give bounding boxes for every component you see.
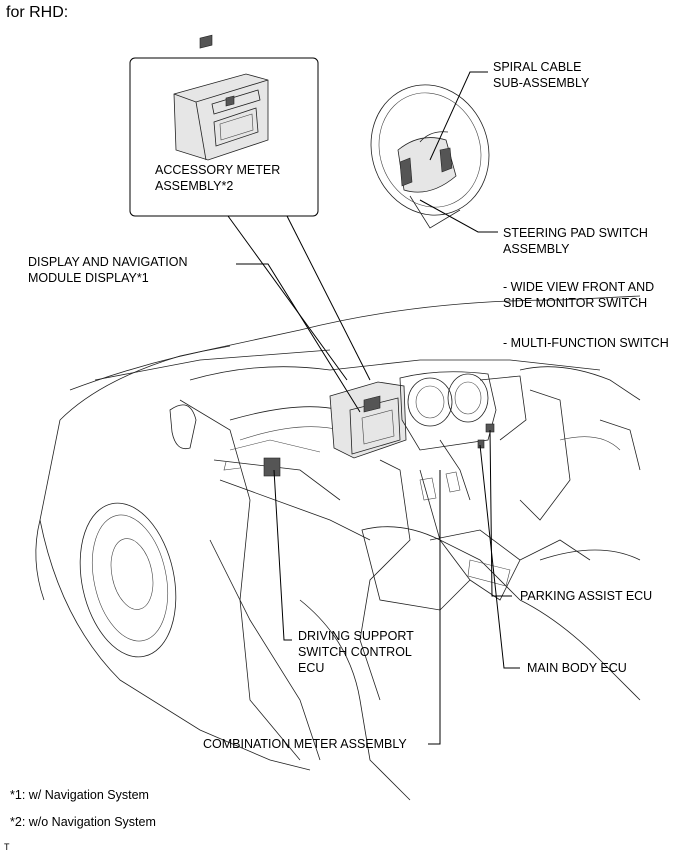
vehicle-interior-drawing [35,295,641,801]
label-accessory-meter-line2: ASSEMBLY*2 [155,179,234,193]
label-multi-function-switch: - MULTI-FUNCTION SWITCH [503,336,669,350]
label-driving-support-line3: ECU [298,661,325,675]
inset-connector-right [286,215,371,381]
page-header: for RHD: [6,4,69,21]
leader-steering-pad [419,199,498,233]
label-spiral-cable: SPIRAL CABLE SUB-ASSEMBLY [493,59,589,91]
leader-driving-support [273,469,292,641]
accessory-meter-inset-box [129,57,319,217]
label-driving-support-line2: SWITCH CONTROL [298,645,412,659]
label-steering-pad-line1: STEERING PAD SWITCH [503,226,648,240]
label-steering-pad-switch: STEERING PAD SWITCH ASSEMBLY [503,225,648,257]
label-combination-meter: COMBINATION METER ASSEMBLY [203,737,407,751]
label-steering-pad-line2: ASSEMBLY [503,242,570,256]
label-display-nav-line1: DISPLAY AND NAVIGATION [28,255,188,269]
corner-tag: T [4,842,10,852]
footnote-2: *2: w/o Navigation System [10,815,156,829]
leader-display-nav [236,263,361,413]
leader-spiral-cable [429,71,488,161]
leader-main-body [479,444,520,669]
label-main-body-ecu: MAIN BODY ECU [527,661,627,675]
label-accessory-meter: ACCESSORY METER ASSEMBLY*2 [155,162,280,194]
label-display-nav-line2: MODULE DISPLAY*1 [28,271,149,285]
steering-wheel-drawing [370,84,490,229]
label-spiral-cable-line2: SUB-ASSEMBLY [493,76,590,90]
label-parking-assist-ecu: PARKING ASSIST ECU [520,589,653,603]
leader-combination-meter [428,470,441,745]
leader-parking-assist [489,429,512,597]
label-driving-support-ecu: DRIVING SUPPORT SWITCH CONTROL ECU [298,628,414,676]
leader-lines [236,71,520,745]
label-wide-view-line1: - WIDE VIEW FRONT AND [503,280,655,294]
label-display-nav: DISPLAY AND NAVIGATION MODULE DISPLAY*1 [28,254,188,286]
label-wide-view-line2: SIDE MONITOR SWITCH [503,296,648,310]
label-wide-view-switch: - WIDE VIEW FRONT AND SIDE MONITOR SWITC… [503,279,654,311]
accessory-meter-drawing [173,34,269,161]
label-spiral-cable-line1: SPIRAL CABLE [493,60,582,74]
label-driving-support-line1: DRIVING SUPPORT [298,629,414,643]
inset-connector-left [227,215,348,381]
label-accessory-meter-line1: ACCESSORY METER [155,163,281,177]
footnote-1: *1: w/ Navigation System [10,788,149,802]
